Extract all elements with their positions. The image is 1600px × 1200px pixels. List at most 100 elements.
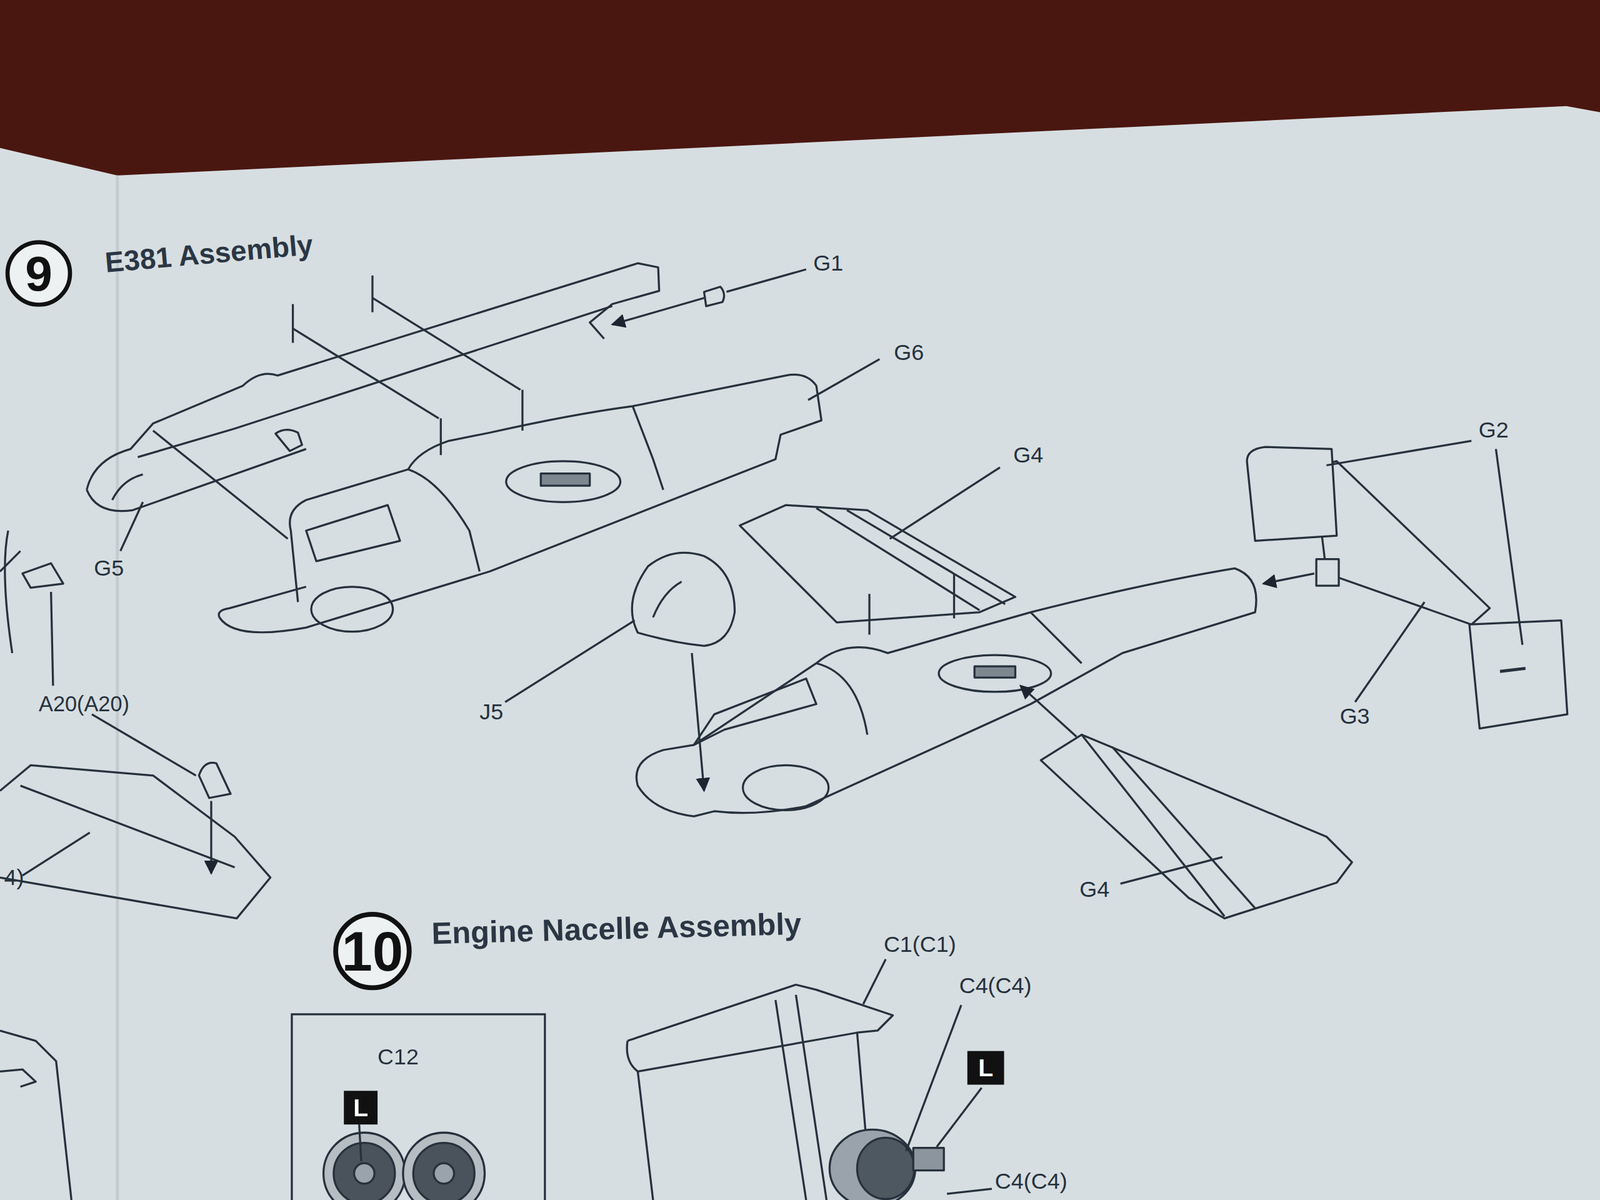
lower-assembly-stroke (1311, 461, 1490, 625)
nacelle-parts-stroke (913, 1148, 944, 1171)
nacelle-parts-stroke (354, 1163, 375, 1184)
nacelle-parts-stroke (795, 995, 827, 1200)
left-page-parts (0, 530, 271, 1200)
nacelle-parts-stroke (829, 1129, 915, 1200)
left-page-parts-stroke (20, 785, 235, 868)
part-label: G4 (1013, 443, 1044, 467)
lower-assembly-stroke (938, 655, 1052, 692)
upper-fuselage-parts-stroke (704, 286, 725, 307)
lower-assembly-stroke (1500, 668, 1526, 672)
lower-assembly-stroke (974, 666, 1015, 678)
upper-fuselage-parts-stroke (306, 505, 400, 562)
lower-assembly-stroke (1495, 448, 1522, 645)
lower-assembly-stroke (1469, 620, 1568, 729)
upper-fuselage-parts-stroke (112, 474, 144, 500)
lower-assembly-stroke (743, 765, 829, 810)
upper-fuselage-parts-stroke (808, 359, 880, 400)
nacelle-parts-stroke (906, 1005, 962, 1151)
upper-fuselage-parts-stroke (86, 306, 613, 512)
upper-fuselage-parts-stroke (372, 298, 521, 390)
left-page-parts-stroke (22, 832, 90, 876)
upper-fuselage-parts-stroke (311, 586, 394, 632)
l-symbol-box: L (343, 1090, 378, 1125)
upper-fuselage-parts-stroke (506, 461, 621, 502)
upper-fuselage-parts (86, 263, 880, 633)
upper-fuselage-parts-stroke (86, 263, 660, 490)
step-number: 9 (4, 238, 74, 309)
left-page-parts-stroke (91, 714, 197, 776)
lower-assembly-stroke (691, 653, 705, 791)
lower-assembly-stroke (953, 573, 955, 619)
nacelle-parts (323, 959, 992, 1200)
part-label: C4(C4) (995, 1170, 1068, 1194)
lower-assembly-stroke (1316, 559, 1339, 586)
nacelle-parts-stroke (403, 1132, 485, 1200)
part-label: G2 (1478, 419, 1509, 442)
upper-fuselage-parts-stroke (612, 298, 705, 325)
lower-assembly-stroke (1246, 446, 1337, 541)
lower-assembly-stroke (693, 678, 817, 745)
detail-box: C12L (290, 1013, 546, 1200)
upper-fuselage-parts-stroke (120, 501, 144, 551)
left-page-parts-stroke (51, 591, 54, 686)
upper-fuselage-parts-stroke (153, 430, 289, 539)
nacelle-parts-stroke (936, 1087, 982, 1147)
lower-assembly (505, 440, 1568, 919)
lower-assembly-stroke (846, 510, 1005, 604)
upper-fuselage-parts-stroke (540, 473, 590, 487)
left-page-parts-stroke (0, 765, 271, 919)
upper-fuselage-parts-stroke (371, 275, 374, 313)
part-label: G6 (893, 341, 924, 365)
lower-assembly-stroke (1040, 735, 1352, 919)
lower-assembly-stroke (816, 663, 868, 735)
step-circle: 9E381 Assembly (4, 238, 74, 309)
upper-fuselage-parts-stroke (726, 269, 806, 292)
part-label: G4 (1079, 878, 1110, 902)
left-page-parts-stroke (22, 563, 64, 588)
part-label: C1(C1) (883, 933, 957, 957)
lower-assembly-stroke (740, 505, 1016, 623)
upper-fuselage-parts-stroke (521, 390, 524, 431)
upper-fuselage-parts-stroke (218, 586, 307, 618)
part-label: 4) (4, 866, 25, 889)
lower-assembly-stroke (653, 581, 682, 618)
nacelle-parts-stroke (627, 985, 893, 1154)
paper-sheet-stroke (0, 106, 1600, 1200)
lower-assembly-stroke (1263, 573, 1315, 584)
lower-assembly-stroke (505, 620, 635, 703)
nacelle-parts-stroke (323, 1132, 406, 1200)
upper-fuselage-parts-stroke (440, 418, 442, 455)
upper-fuselage-parts-stroke (275, 430, 302, 452)
left-page-parts-stroke (0, 1030, 72, 1200)
lower-assembly-stroke (1355, 601, 1425, 702)
left-page-parts-stroke (198, 762, 231, 798)
nacelle-parts-stroke (413, 1143, 475, 1200)
lower-assembly-stroke (1120, 856, 1223, 884)
part-label: G1 (813, 251, 844, 275)
lower-assembly-stroke (1020, 685, 1077, 737)
upper-fuselage-parts-stroke (291, 304, 294, 344)
upper-fuselage-parts-stroke (408, 469, 480, 572)
part-label: C4(C4) (959, 974, 1032, 997)
part-label: G3 (1340, 705, 1370, 728)
lower-assembly-stroke (1112, 746, 1256, 909)
nacelle-parts-stroke (359, 1124, 362, 1162)
step-number: 10 (331, 910, 414, 992)
lower-assembly-stroke (1326, 440, 1472, 465)
part-label: J5 (479, 701, 504, 724)
symbol-letter: L (353, 1093, 369, 1122)
nacelle-parts-stroke (946, 1188, 992, 1194)
part-label: A20(A20) (38, 693, 130, 715)
nacelle-parts-stroke (863, 959, 886, 1005)
left-page-parts-stroke (0, 551, 21, 572)
lower-assembly-stroke (631, 552, 735, 646)
upper-fuselage-parts-stroke (293, 328, 439, 419)
paper-sheet (0, 106, 1600, 1200)
nacelle-parts-stroke (856, 1137, 914, 1199)
detail-box-title: C12 (377, 1045, 419, 1069)
nacelle-parts-stroke (333, 1143, 395, 1200)
